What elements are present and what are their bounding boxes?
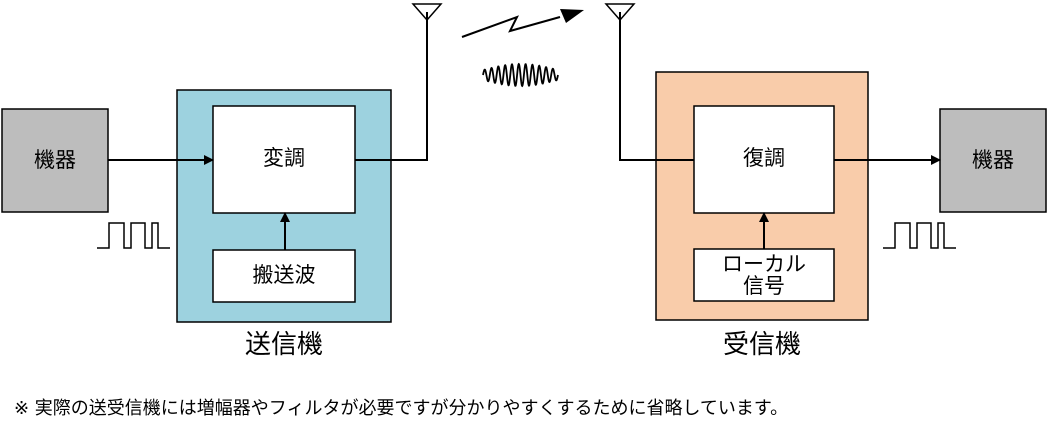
modulator-label: 変調	[263, 146, 305, 171]
transmitter-caption: 送信機	[244, 330, 323, 361]
local-signal-label: ローカル 信号	[722, 251, 806, 298]
source-device-box	[1, 108, 109, 213]
sink-device-box	[939, 108, 1047, 213]
footnote: ※ 実際の送受信機には増幅器やフィルタが必要ですが分かりやすくするために省略して…	[14, 398, 789, 419]
lightning-icon	[461, 9, 584, 38]
demodulator-box	[693, 105, 835, 214]
pulse-wave-icon	[97, 222, 170, 249]
local-signal-box	[693, 248, 835, 302]
sink-device-label: 機器	[972, 147, 1014, 172]
receiver-caption: 受信機	[722, 330, 801, 361]
source-device-label: 機器	[34, 147, 76, 172]
carrier-box	[212, 249, 356, 303]
modulator-to-antenna-line	[355, 12, 428, 161]
demodulator-label: 復調	[743, 146, 785, 171]
pulse-wave-icon	[883, 222, 956, 249]
antenna-to-demodulator-line	[619, 12, 694, 161]
carrier-label: 搬送波	[252, 263, 316, 288]
antenna-icon	[604, 3, 636, 22]
modulator-box	[212, 105, 356, 214]
sine-wave-icon	[482, 62, 559, 88]
antenna-icon	[411, 3, 443, 22]
